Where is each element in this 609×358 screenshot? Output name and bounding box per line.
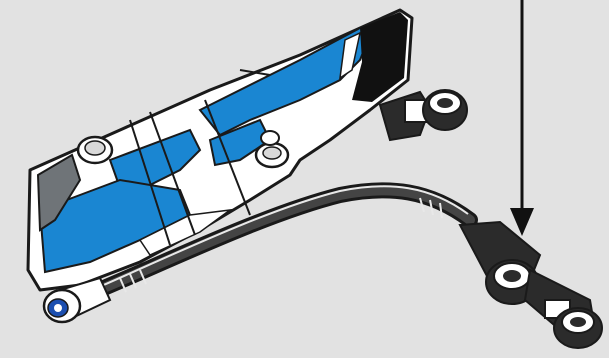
upper-connector-piece <box>380 90 467 140</box>
jetpack-body <box>28 10 412 290</box>
assembly-arrow-icon <box>510 0 534 236</box>
lower-connector-piece <box>460 222 602 348</box>
